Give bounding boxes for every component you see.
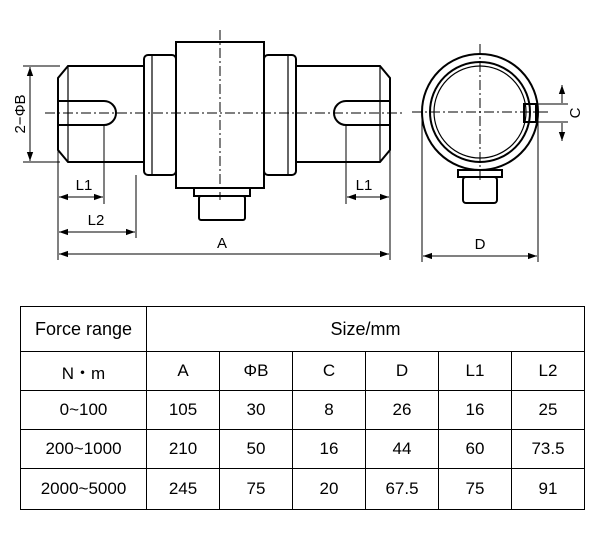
key (523, 103, 537, 123)
cell-l2: 25 (511, 390, 585, 430)
cell-c: 8 (292, 390, 366, 430)
table-header-row: Force range Size/mm (20, 306, 585, 352)
cell-l2: 91 (511, 468, 585, 510)
cell-l1: 16 (438, 390, 512, 430)
label-l1-right: L1 (356, 177, 373, 194)
table-row: 2000~5000 245 75 20 67.5 75 91 (20, 468, 585, 510)
label-d: D (475, 236, 486, 253)
subheader-l1: L1 (438, 351, 512, 391)
cell-range: 2000~5000 (20, 468, 147, 510)
dim-l1-right: L1 (345, 125, 391, 260)
size-spec-table: Force range Size/mm N・m A ΦB C D L1 L2 0… (20, 306, 585, 510)
label-a: A (217, 235, 227, 252)
cell-phi-b: 50 (219, 429, 293, 469)
dim-c: C (536, 85, 584, 141)
subheader-c: C (292, 351, 366, 391)
flange-right (263, 54, 297, 176)
left-shaft (57, 65, 144, 163)
label-l2: L2 (88, 212, 105, 229)
dim-l2: L2 (59, 175, 137, 238)
right-shaft (296, 65, 391, 163)
label-c: C (567, 107, 584, 118)
cell-d: 44 (365, 429, 439, 469)
cell-range: 200~1000 (20, 429, 147, 469)
dimension-drawing: 2−ΦB L1 L2 L1 A (12, 30, 584, 262)
subheader-a: A (146, 351, 220, 391)
cell-l1: 60 (438, 429, 512, 469)
label-l1-left: L1 (76, 177, 93, 194)
table-row: 200~1000 210 50 16 44 60 73.5 (20, 429, 585, 469)
header-size: Size/mm (146, 306, 585, 352)
dim-d: D (421, 112, 539, 262)
side-view: 2−ΦB L1 L2 L1 A (12, 30, 405, 260)
subheader-phi-b: ΦB (219, 351, 293, 391)
label-phi-b: 2−ΦB (12, 94, 29, 133)
cell-a: 105 (146, 390, 220, 430)
dim-a: A (59, 235, 389, 258)
subheader-d: D (365, 351, 439, 391)
cell-range: 0~100 (20, 390, 147, 430)
cell-d: 67.5 (365, 468, 439, 510)
subheader-l2: L2 (511, 351, 585, 391)
cell-l2: 73.5 (511, 429, 585, 469)
cell-a: 245 (146, 468, 220, 510)
connector-side (193, 187, 251, 221)
cell-c: 16 (292, 429, 366, 469)
cell-phi-b: 30 (219, 390, 293, 430)
dim-l1-left: L1 (57, 125, 105, 260)
cell-c: 20 (292, 468, 366, 510)
table-row: 0~100 105 30 8 26 16 25 (20, 390, 585, 430)
table-subheader-row: N・m A ΦB C D L1 L2 (20, 351, 585, 391)
cell-a: 210 (146, 429, 220, 469)
dim-phi-b: 2−ΦB (12, 65, 60, 163)
flange-left (143, 54, 177, 176)
end-view: C D (412, 44, 584, 262)
cell-phi-b: 75 (219, 468, 293, 510)
cell-l1: 75 (438, 468, 512, 510)
subheader-unit: N・m (20, 351, 147, 391)
header-force-range: Force range (20, 306, 147, 352)
cell-d: 26 (365, 390, 439, 430)
